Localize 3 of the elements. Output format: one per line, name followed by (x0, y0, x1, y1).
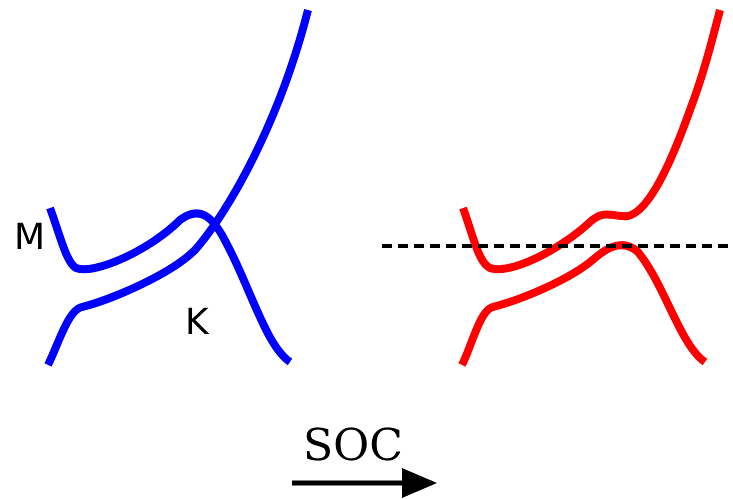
symmetry-point-label: K (185, 305, 209, 341)
symmetry-point-label: M (14, 220, 46, 256)
arrow-label: SOC (303, 424, 403, 468)
